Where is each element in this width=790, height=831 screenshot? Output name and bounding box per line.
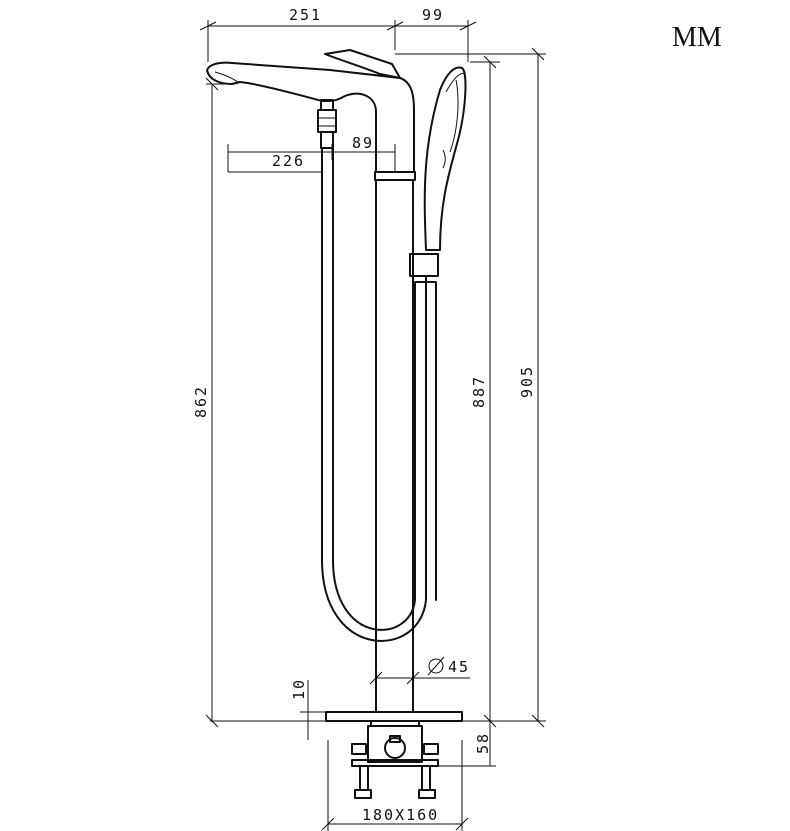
column <box>375 179 414 713</box>
dim-base-thickness: 10 <box>290 678 308 700</box>
column-collar <box>374 171 416 181</box>
dim-total-height: 905 <box>518 365 536 398</box>
dim-box-size: 180X160 <box>362 806 439 824</box>
hand-shower <box>423 66 467 251</box>
diameter-symbol <box>428 658 444 674</box>
dim-spout-height: 862 <box>192 385 210 418</box>
spout <box>206 61 415 173</box>
dim-column-diameter: 45 <box>448 658 470 676</box>
dim-handshower-offset: 99 <box>422 6 444 24</box>
shower-hose-inner <box>332 147 437 631</box>
dimension-labels: 251 99 226 89 862 887 905 10 58 45 180X1… <box>192 6 536 824</box>
units-label: MM <box>672 22 722 53</box>
shower-hose <box>321 147 427 642</box>
lever-handle <box>324 49 401 79</box>
faucet-body <box>206 49 546 722</box>
dim-spout-to-hose: 226 <box>272 152 305 170</box>
dimension-lines <box>199 20 546 831</box>
handshower-holder <box>409 253 439 277</box>
dim-box-depth: 58 <box>474 732 492 754</box>
dim-hose-to-column: 89 <box>352 134 374 152</box>
dim-spout-reach: 251 <box>289 6 322 24</box>
dim-column-height: 887 <box>470 375 488 408</box>
floor-base <box>325 711 463 722</box>
